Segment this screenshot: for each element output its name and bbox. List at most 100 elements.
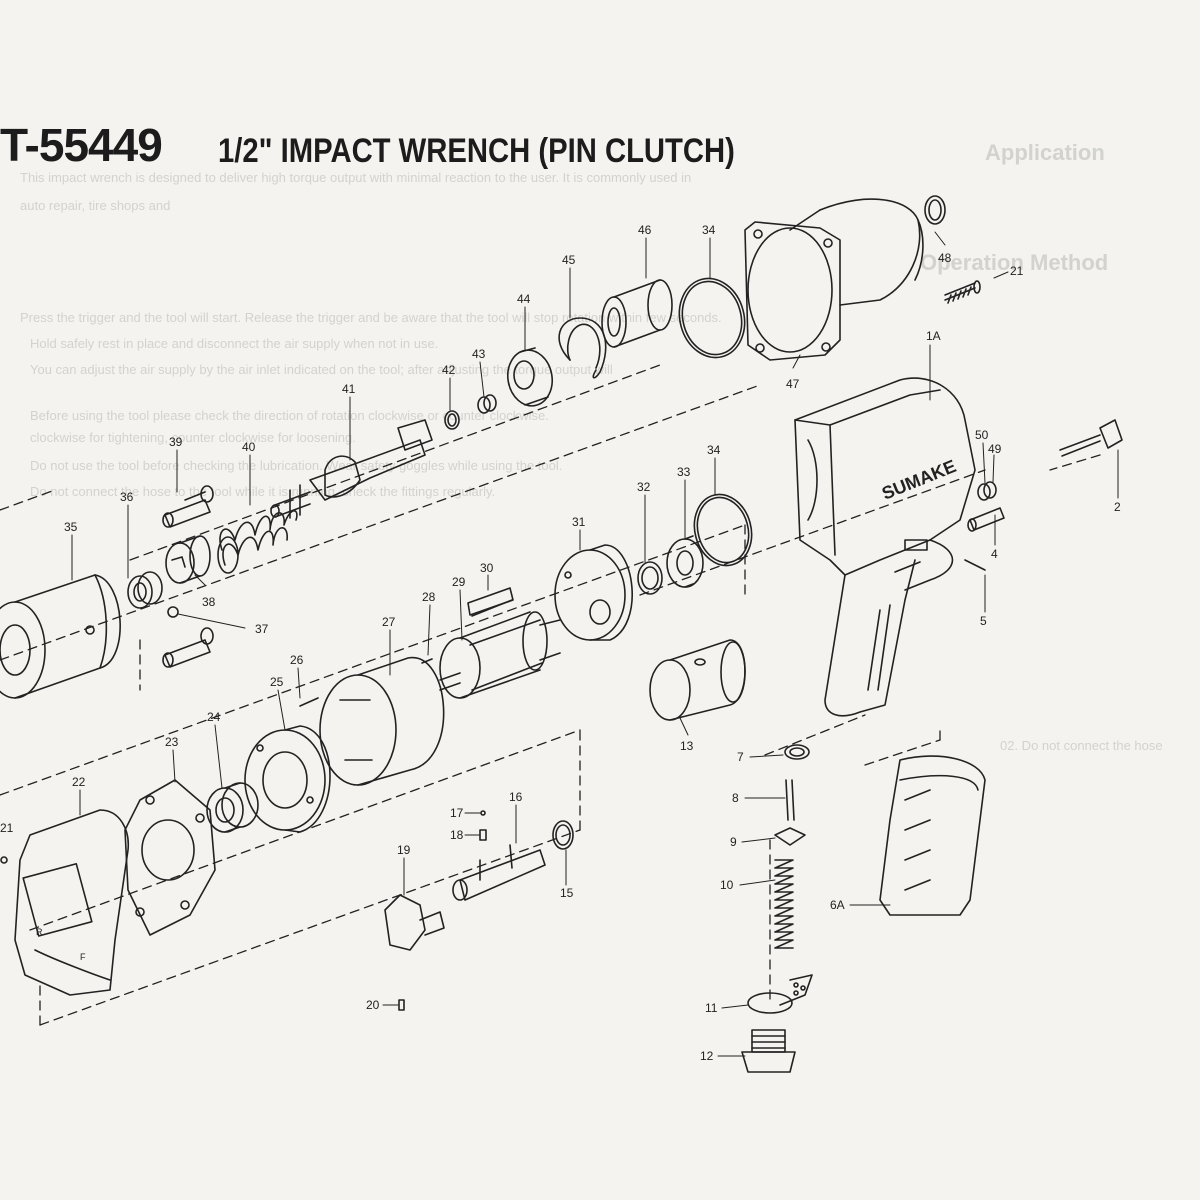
callout-8: 8	[732, 791, 739, 805]
callout-25: 25	[270, 675, 284, 689]
part-12-air-inlet	[741, 1029, 796, 1073]
ghost-line: Do not use the tool before checking the …	[30, 458, 563, 473]
part-43-ring	[477, 394, 497, 414]
callout-9: 9	[730, 835, 737, 849]
part-7-washer	[784, 744, 810, 760]
callout-13: 13	[680, 739, 694, 753]
part-8-pin	[785, 779, 795, 821]
callout-34b: 34	[707, 443, 721, 457]
part-19-regulator-knob	[384, 894, 445, 951]
callout-23: 23	[165, 735, 179, 749]
part-37-ball	[167, 606, 179, 618]
callout-46: 46	[638, 223, 652, 237]
ghost-line: Press the trigger and the tool will star…	[20, 310, 722, 325]
callout-38: 38	[202, 595, 216, 609]
callout-5: 5	[980, 614, 987, 628]
part-6a-grip	[879, 755, 986, 916]
part-40-spring	[217, 510, 298, 574]
callout-22: 22	[72, 775, 86, 789]
part-32-ring	[637, 561, 663, 595]
callout-47: 47	[786, 377, 800, 391]
callout-16: 16	[509, 790, 523, 804]
part-24-bearing	[206, 782, 259, 833]
part-13-valve-sleeve	[649, 639, 746, 721]
callout-21b: 21	[0, 821, 14, 835]
part-21-screw	[944, 280, 981, 304]
part-33-bearing	[666, 535, 704, 588]
callout-33: 33	[677, 465, 691, 479]
ghost-note: 02. Do not connect the hose	[1000, 738, 1163, 753]
part-23-gasket	[124, 779, 216, 936]
part-20-screw	[398, 999, 405, 1011]
callout-27: 27	[382, 615, 396, 629]
part-48-ring	[924, 195, 946, 225]
callout-30: 30	[480, 561, 494, 575]
part-49-pin	[977, 481, 997, 501]
part-16-valve-stem	[452, 844, 546, 901]
part-27-cylinder	[319, 657, 445, 786]
callout-39: 39	[169, 435, 183, 449]
part-28-pin	[421, 658, 433, 664]
part-34-o-ring	[678, 277, 746, 359]
callout-31: 31	[572, 515, 586, 529]
part-22-rear-cover: R F	[14, 809, 129, 996]
part-29-rotor	[439, 611, 561, 699]
ghost-line: auto repair, tire shops and	[20, 198, 171, 213]
ghost-heading-operation: Operation Method	[920, 250, 1109, 275]
callout-11: 11	[705, 1001, 718, 1015]
callout-44: 44	[517, 292, 531, 306]
callout-2: 2	[1114, 500, 1121, 514]
leader-lines	[71, 231, 1119, 1057]
callout-12: 12	[700, 1049, 714, 1063]
assembly-lines	[0, 364, 1101, 1026]
part-47-front-cover	[744, 198, 924, 361]
part-11-filter	[747, 974, 813, 1014]
callout-19: 19	[397, 843, 411, 857]
part-15-o-ring	[552, 820, 574, 850]
callout-37: 37	[255, 622, 269, 636]
callout-40: 40	[242, 440, 256, 454]
callout-21: 21	[1010, 264, 1024, 278]
callout-48: 48	[938, 251, 952, 265]
callout-42: 42	[442, 363, 456, 377]
part-44-washer	[506, 347, 554, 407]
callout-4: 4	[991, 547, 998, 561]
callout-34: 34	[702, 223, 716, 237]
part-10-spring	[774, 859, 794, 949]
forward-mark: F	[80, 952, 86, 962]
part-34-o-ring-lower	[693, 493, 753, 567]
ghost-line: This impact wrench is designed to delive…	[20, 170, 692, 185]
callout-45: 45	[562, 253, 576, 267]
callout-49: 49	[988, 442, 1002, 456]
callout-24: 24	[207, 710, 221, 724]
callout-32: 32	[637, 480, 651, 494]
part-17-ball	[480, 810, 486, 816]
part-46-bushing	[601, 279, 673, 348]
page-title: 1/2" IMPACT WRENCH (PIN CLUTCH)	[218, 132, 735, 170]
part-39-pin	[162, 485, 214, 528]
ghost-line: clockwise for tightening, counter clockw…	[30, 430, 356, 445]
part-2-reverse-valve	[1059, 419, 1123, 457]
part-42-ring	[444, 410, 460, 430]
part-38-cam	[165, 535, 211, 584]
callout-18: 18	[450, 828, 464, 842]
callout-26: 26	[290, 653, 304, 667]
callout-1a: 1A	[926, 329, 941, 343]
ghost-line: Hold safely rest in place and disconnect…	[30, 336, 439, 351]
part-1a-housing: SUMAKE	[794, 377, 976, 717]
callout-10: 10	[720, 878, 734, 892]
part-35-hammer-cage	[0, 574, 121, 699]
ghost-heading-application: Application	[985, 140, 1105, 165]
part-18-spring	[479, 829, 487, 841]
callout-41: 41	[342, 382, 356, 396]
callout-35: 35	[64, 520, 78, 534]
part-31-end-plate	[554, 544, 633, 641]
ghost-line: Before using the tool please check the d…	[30, 408, 549, 423]
callout-20: 20	[366, 998, 380, 1012]
ghost-line: You can adjust the air supply by the air…	[30, 362, 613, 377]
callout-labels: 48 21 46 34 45 44 43 42 41 47 1A 39 40 3…	[0, 223, 1121, 1063]
part-45-snap-ring	[558, 317, 607, 379]
part-36-washer	[127, 571, 163, 609]
part-9-valve	[774, 827, 806, 846]
